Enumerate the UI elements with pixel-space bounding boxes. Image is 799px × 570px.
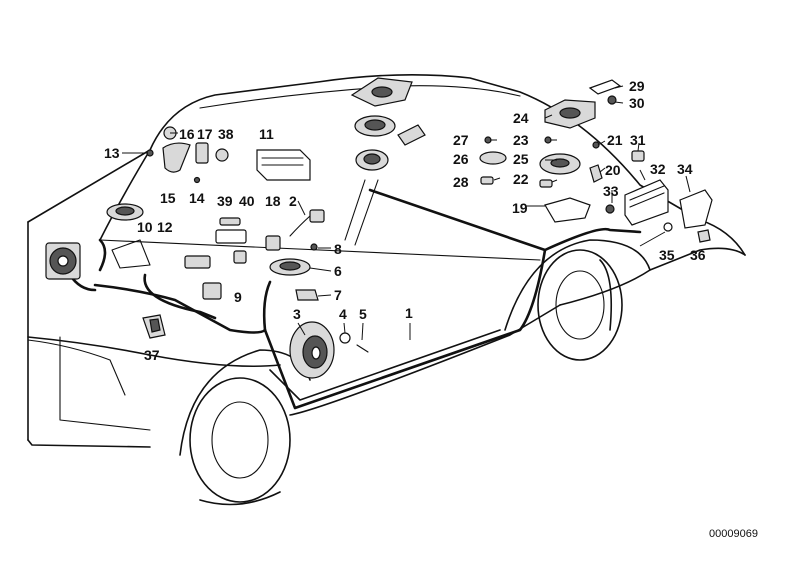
rear-shelf-speakers — [350, 77, 426, 171]
callout-8: 8 — [334, 241, 342, 257]
callout-6: 6 — [334, 263, 342, 279]
callout-28: 28 — [453, 174, 469, 190]
drawing-number: 00009069 — [709, 528, 758, 540]
callout-20: 20 — [605, 162, 621, 178]
callout-15: 15 — [160, 190, 176, 206]
callout-5: 5 — [359, 306, 367, 322]
callout-25: 25 — [513, 151, 529, 167]
callout-30: 30 — [629, 95, 645, 111]
callout-7: 7 — [334, 287, 342, 303]
callout-3: 3 — [293, 306, 301, 322]
callout-18: 18 — [265, 193, 281, 209]
callout-1: 1 — [405, 305, 413, 321]
connector-37 — [142, 314, 166, 339]
callout-34: 34 — [677, 161, 693, 177]
callout-10: 10 — [137, 219, 153, 235]
callout-4: 4 — [339, 306, 347, 322]
callout-29: 29 — [629, 78, 645, 94]
front-door-speaker — [45, 242, 81, 280]
callout-38: 38 — [218, 126, 234, 142]
callout-16: 16 — [179, 126, 195, 142]
callout-17: 17 — [197, 126, 213, 142]
callout-12: 12 — [157, 219, 173, 235]
callout-27: 27 — [453, 132, 469, 148]
callout-labels: 1 2 3 4 5 6 7 8 9 10 11 12 13 14 15 16 1… — [104, 78, 706, 363]
callout-39: 39 — [217, 193, 233, 209]
wiring-harness — [68, 179, 642, 410]
callout-33: 33 — [603, 183, 619, 199]
callout-11: 11 — [259, 126, 274, 142]
radio-mounting-frame — [256, 149, 311, 181]
callout-37: 37 — [144, 347, 160, 363]
small-connectors — [184, 209, 325, 300]
door-speaker-3 — [289, 321, 369, 379]
mirror-trim-parts — [146, 126, 229, 184]
callout-13: 13 — [104, 145, 120, 161]
callout-36: 36 — [690, 247, 706, 263]
callout-40: 40 — [239, 193, 255, 209]
rear-right-speaker-group — [479, 79, 622, 223]
callout-32: 32 — [650, 161, 666, 177]
callout-9: 9 — [234, 289, 242, 305]
callout-31: 31 — [630, 132, 646, 148]
door-speaker-6 — [269, 243, 319, 301]
callout-35: 35 — [659, 247, 675, 263]
callout-23: 23 — [513, 132, 529, 148]
amplifier-unit — [605, 150, 713, 243]
callout-2: 2 — [289, 193, 297, 209]
leader-lines — [122, 85, 691, 341]
callout-26: 26 — [453, 151, 469, 167]
callout-24: 24 — [513, 110, 529, 126]
callout-14: 14 — [189, 190, 205, 206]
callout-21: 21 — [607, 132, 623, 148]
dash-tweeter — [106, 203, 151, 269]
callout-19: 19 — [512, 200, 528, 216]
callout-22: 22 — [513, 171, 529, 187]
